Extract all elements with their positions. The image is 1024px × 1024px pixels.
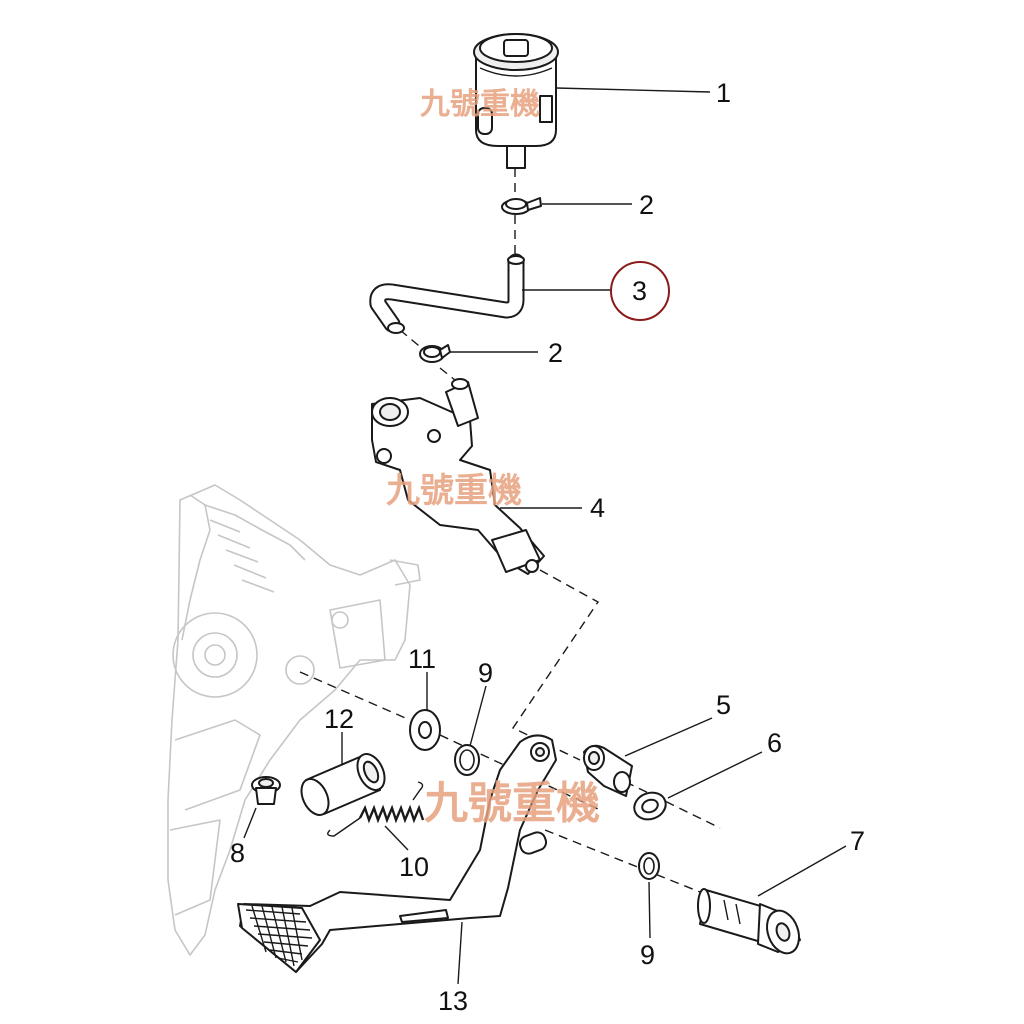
frame-bracket-outline	[167, 484, 421, 956]
callout-2-lower: 2	[548, 338, 563, 368]
callout-6: 6	[767, 728, 782, 758]
part-9-circlip-lower	[638, 852, 660, 880]
callout-1: 1	[716, 78, 731, 108]
part-2-hose-clamp-upper	[501, 197, 542, 215]
callout-2-upper: 2	[639, 190, 654, 220]
part-7-pivot-bolt	[697, 888, 801, 955]
watermark-top: 九號重機	[420, 87, 540, 122]
callout-9-lower: 9	[640, 940, 655, 970]
callout-13: 13	[438, 986, 468, 1016]
callout-7: 7	[850, 826, 865, 856]
callout-8: 8	[230, 838, 245, 868]
part-13-brake-pedal	[237, 734, 557, 973]
watermarks: 九號重機 九號重機 九號重機	[386, 87, 600, 829]
callouts: 1 2 3 2 4 5 6 7 8 9 9 10 11 12 13	[230, 78, 865, 1016]
part-8-screw	[251, 776, 281, 805]
part-6-washer	[633, 791, 667, 821]
callout-4: 4	[590, 493, 605, 523]
leader-lines	[243, 87, 847, 985]
highlight-circle	[610, 261, 670, 321]
callout-10: 10	[399, 852, 429, 882]
part-1-fluid-reservoir	[473, 33, 559, 169]
part-2-hose-clamp-lower	[419, 344, 451, 363]
watermark-middle: 九號重機	[386, 471, 522, 511]
watermark-bottom: 九號重機	[424, 778, 600, 829]
part-12-bushing	[300, 753, 386, 816]
callout-5: 5	[716, 690, 731, 720]
callout-3: 3	[632, 276, 647, 306]
part-10-return-spring	[327, 781, 425, 837]
callout-12: 12	[324, 704, 354, 734]
part-11-washer	[409, 709, 441, 751]
callout-11: 11	[408, 644, 436, 674]
part-9-circlip-upper	[454, 744, 480, 776]
part-5-clevis	[583, 744, 633, 797]
part-4-master-cylinder	[371, 378, 545, 575]
part-3-fluid-hose	[369, 253, 525, 334]
callout-9-upper: 9	[478, 658, 493, 688]
